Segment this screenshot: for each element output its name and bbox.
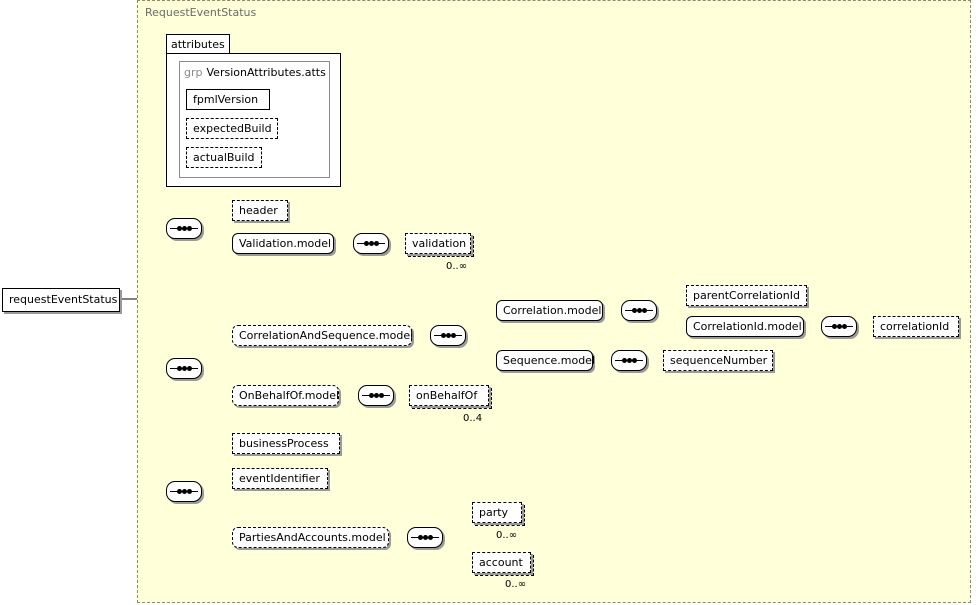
element-parent-correlation-id[interactable]: parentCorrelationId: [686, 285, 807, 306]
element-event-identifier[interactable]: eventIdentifier: [232, 468, 328, 489]
sequence-compositor-icon[interactable]: [430, 325, 466, 346]
element-party[interactable]: party: [472, 502, 525, 526]
sequence-compositor-icon[interactable]: [407, 527, 443, 548]
sequence-compositor-icon[interactable]: [621, 300, 657, 321]
attr-actual-build[interactable]: actualBuild: [186, 147, 262, 168]
sequence-compositor-icon[interactable]: [166, 218, 202, 239]
validation-cardinality: 0..∞: [446, 261, 468, 272]
attribute-group-name: VersionAttributes.atts: [206, 66, 326, 79]
attributes-tab[interactable]: attributes: [166, 34, 230, 54]
account-cardinality: 0..∞: [505, 579, 527, 590]
group-correlation-id-model[interactable]: CorrelationId.model: [686, 316, 804, 337]
party-cardinality: 0..∞: [496, 530, 518, 541]
sequence-compositor-icon[interactable]: [611, 350, 647, 371]
sequence-compositor-icon[interactable]: [821, 316, 857, 337]
grp-keyword: grp: [184, 66, 203, 79]
element-validation[interactable]: validation: [405, 233, 474, 257]
element-account[interactable]: account: [472, 552, 534, 576]
group-parties-and-accounts-model[interactable]: PartiesAndAccounts.model: [232, 527, 389, 548]
sequence-compositor-icon[interactable]: [353, 233, 389, 254]
group-sequence-model[interactable]: Sequence.model: [496, 350, 595, 371]
element-header[interactable]: header: [232, 200, 288, 221]
element-sequence-number[interactable]: sequenceNumber: [663, 350, 773, 371]
sequence-compositor-icon[interactable]: [358, 385, 394, 406]
attr-expected-build[interactable]: expectedBuild: [186, 118, 278, 139]
sequence-compositor-icon[interactable]: [166, 481, 202, 502]
group-correlation-model[interactable]: Correlation.model: [496, 300, 603, 321]
group-validation-model[interactable]: Validation.model: [232, 233, 334, 254]
group-on-behalf-of-model[interactable]: OnBehalfOf.model: [232, 385, 339, 406]
type-name: RequestEventStatus: [145, 6, 257, 19]
element-business-process[interactable]: businessProcess: [232, 433, 340, 454]
on-behalf-of-cardinality: 0..4: [463, 413, 483, 424]
element-correlation-id[interactable]: correlationId: [873, 316, 959, 337]
group-correlation-and-sequence-model[interactable]: CorrelationAndSequence.model: [232, 325, 413, 346]
sequence-compositor-icon[interactable]: [166, 358, 202, 379]
attr-fpml-version[interactable]: fpmlVersion: [186, 89, 270, 110]
root-element[interactable]: requestEventStatus: [2, 288, 120, 312]
element-on-behalf-of[interactable]: onBehalfOf: [409, 385, 492, 409]
